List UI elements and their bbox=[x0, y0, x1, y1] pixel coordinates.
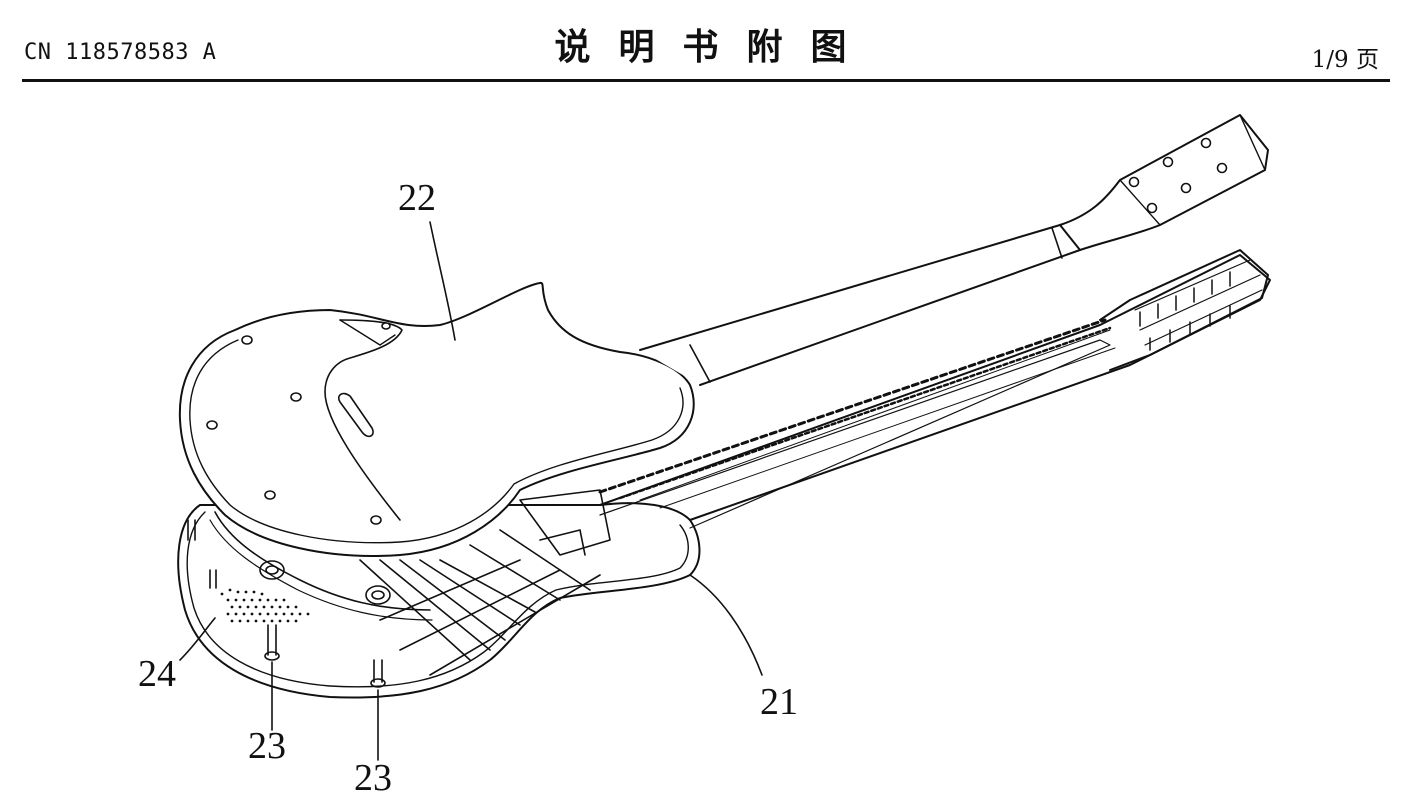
label-23-second: 23 bbox=[354, 757, 392, 799]
bottom-shell bbox=[177, 249, 1271, 699]
page-title: 说明书附图 bbox=[554, 27, 875, 68]
label-21: 21 bbox=[760, 681, 798, 723]
label-22: 22 bbox=[398, 177, 436, 219]
page-number: 1/9 页 bbox=[1311, 47, 1379, 73]
label-23-first: 23 bbox=[248, 725, 286, 767]
leader-lines bbox=[179, 221, 763, 761]
header-divider bbox=[22, 79, 1390, 82]
label-24: 24 bbox=[138, 653, 176, 695]
top-shell bbox=[178, 114, 1269, 557]
publication-number: CN 118578583 A bbox=[24, 40, 217, 65]
